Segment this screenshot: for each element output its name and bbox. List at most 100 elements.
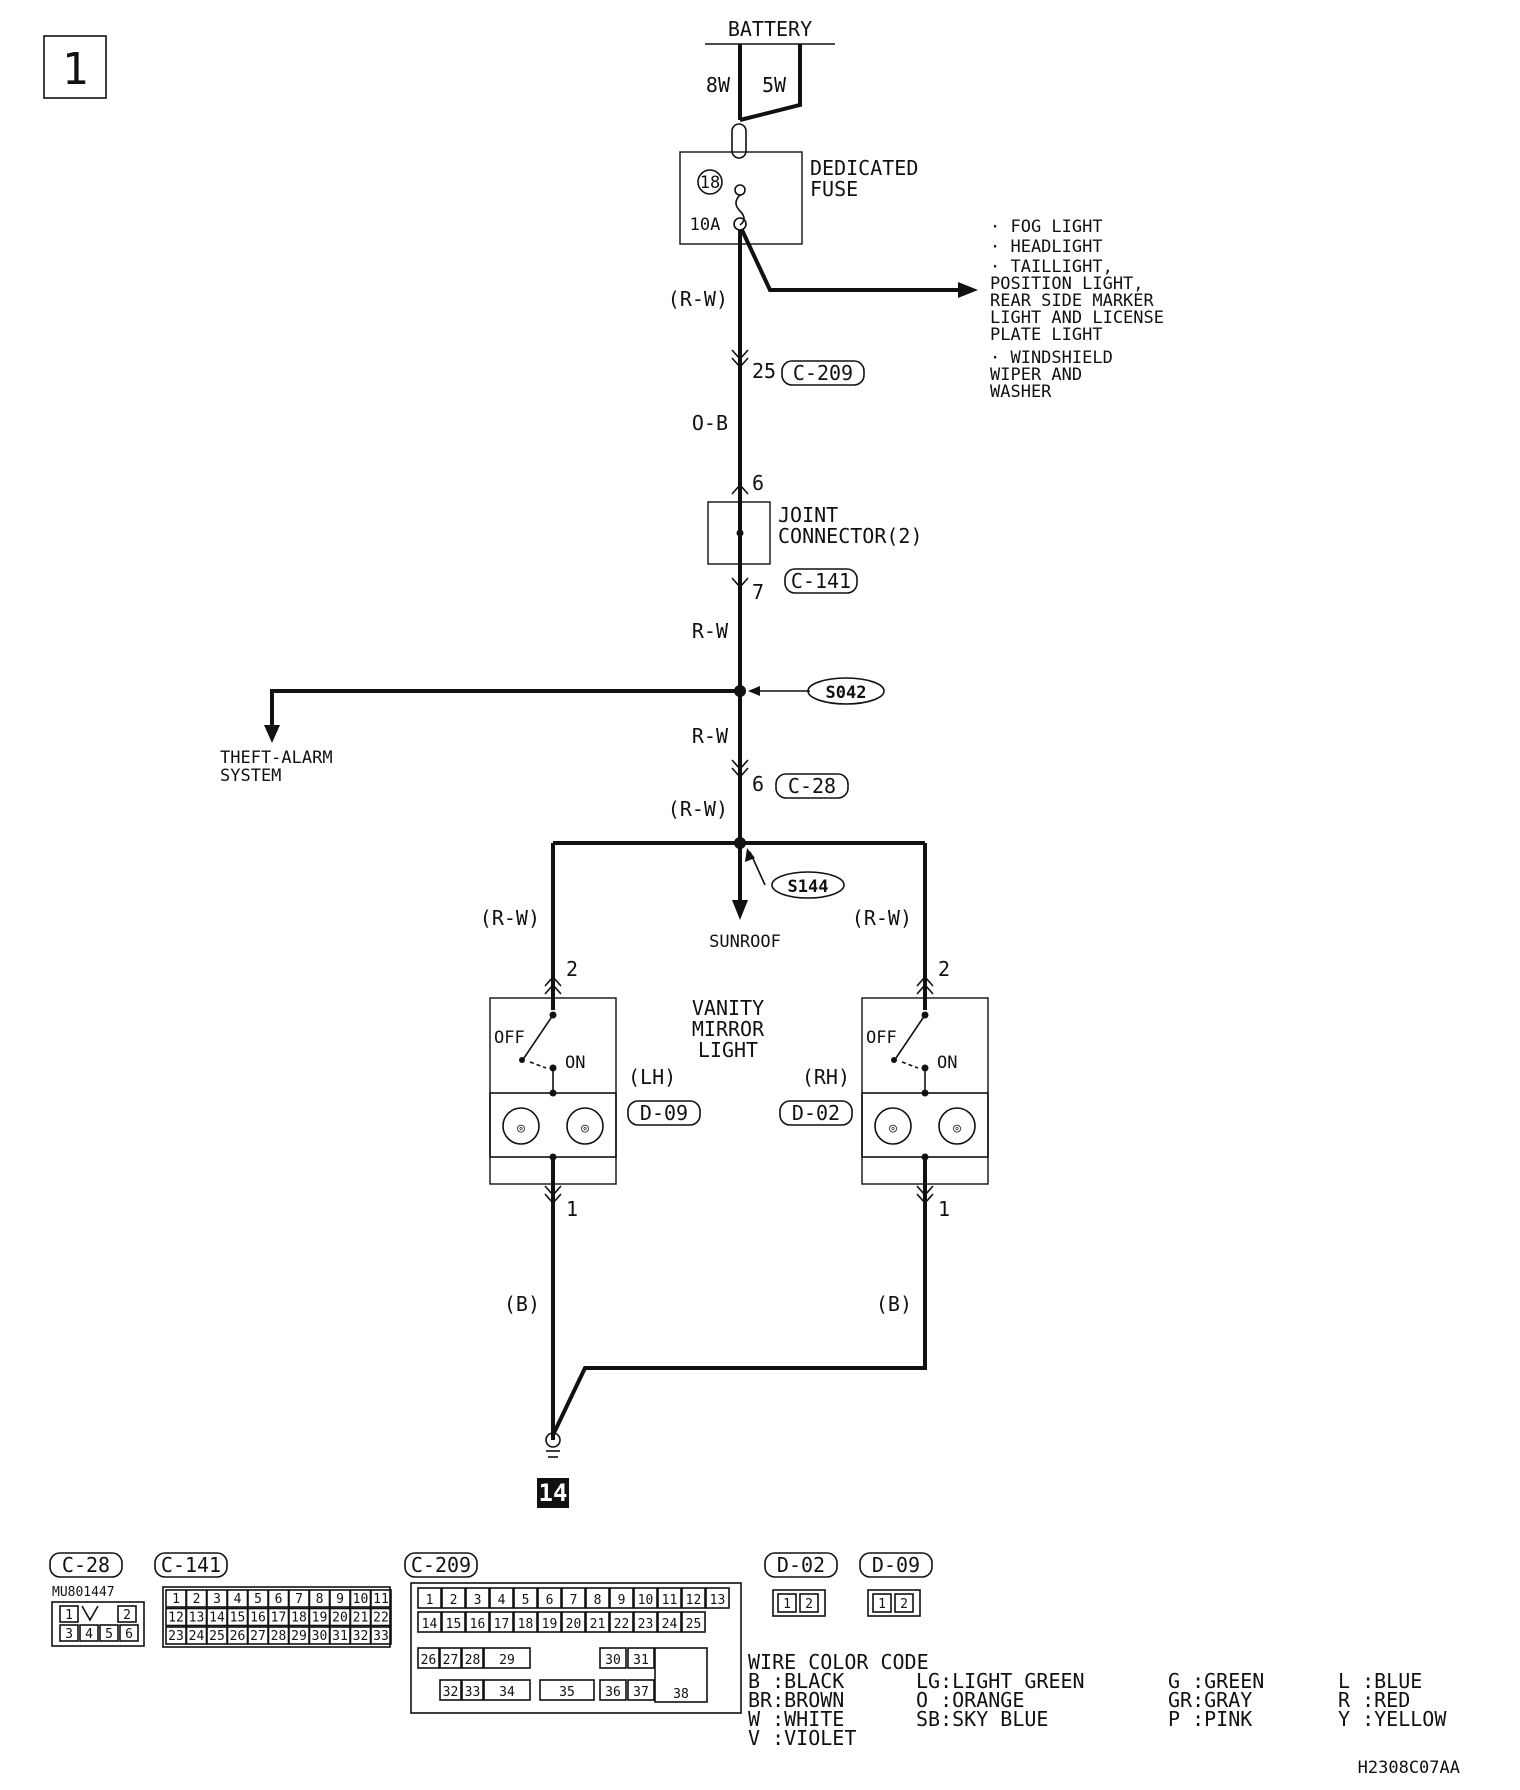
other-circuits-list: · FOG LIGHT · HEADLIGHT · TAILLIGHT, POS… [990,217,1164,402]
wire-color-label: R-W [692,619,729,643]
fuse-rating: 10A [690,215,721,235]
key-icon [81,1605,99,1622]
connector-mark [731,349,749,369]
pin-cell [681,1611,706,1633]
rh-ground-wire [551,1157,927,1436]
pin-label: 14 [209,1611,225,1626]
sunroof-arrow [732,900,748,920]
pin-label: 23 [638,1617,654,1632]
pin-label: 27 [250,1629,266,1644]
sunroof-label: SUNROOF [709,932,781,952]
pin-label: 31 [332,1629,348,1644]
pin-label: 26 [230,1629,246,1644]
pin-label: 20 [566,1617,582,1632]
pin-cell [489,1587,514,1609]
bulb-frame [489,1092,617,1158]
joint-node [736,529,744,537]
c28-pin: 6 [752,772,764,796]
wire-color-code-legend: WIRE COLOR CODE B :BLACK BR:BROWN W :WHI… [748,1650,1447,1750]
legend-entry: L :BLUE [1338,1669,1422,1693]
pin-label: 7 [295,1592,303,1607]
pin-label: 33 [465,1685,481,1700]
legend-entry: G :GREEN [1168,1669,1264,1693]
c141-label: C-141 [791,569,851,593]
connector-view-d02: D-02 1 2 [764,1552,838,1617]
pin-label: 21 [353,1611,369,1626]
pin-label: 29 [499,1653,515,1668]
pin-cell [627,1679,655,1701]
splice-pointer-arrow [745,848,755,862]
circuit-line: REAR SIDE MARKER [990,291,1155,311]
wire-color-label: (B) [876,1292,912,1316]
lh-pin-bottom: 1 [566,1197,578,1221]
page-number: 1 [62,44,89,95]
ground-number: 14 [539,1479,568,1507]
d02-label: D-02 [792,1101,840,1125]
pin-cell [539,1679,595,1701]
pin-label: 12 [686,1593,702,1608]
d09-tag [627,1100,701,1126]
lh-pin-top: 2 [566,957,578,981]
pin-label: 5 [254,1592,262,1607]
pin-label: 32 [443,1685,459,1700]
connector-mark [916,975,934,995]
pin-label: 29 [291,1629,307,1644]
pin-cell [461,1679,484,1701]
pin-label: 16 [250,1611,266,1626]
legend-entry: GR:GRAY [1168,1688,1252,1712]
branch-arrow [958,282,978,298]
pin-label: 17 [494,1617,510,1632]
pin-label: 3 [474,1593,482,1608]
pin-cell [439,1679,462,1701]
connector-mark [731,577,749,589]
pin-label: 2 [450,1593,458,1608]
circuit-line: LIGHT AND LICENSE [990,308,1164,328]
wire-color-label: O-B [692,411,728,435]
theft-alarm-arrow [264,725,280,743]
circuit-line: PLATE LIGHT [990,325,1103,345]
rh-pin-bottom: 1 [938,1197,950,1221]
pin-label: 15 [446,1617,462,1632]
battery-label: BATTERY [728,17,812,41]
pin-cell [585,1611,610,1633]
pin-label: 4 [498,1593,506,1608]
pin-cell [599,1647,627,1669]
theft-alarm-branch [270,689,740,730]
bulb-frame [861,1092,989,1158]
pin-cell [441,1587,466,1609]
pin-cell [561,1587,586,1609]
pin-label: 2 [805,1597,813,1612]
circuit-line: · FOG LIGHT [990,217,1103,237]
fuse-label-line1: DEDICATED [810,156,918,180]
pin-cell [370,1626,392,1645]
rh-on-label: ON [937,1053,957,1073]
pin-cell [537,1611,562,1633]
pin-label: 9 [618,1593,626,1608]
pin-label: 28 [465,1653,481,1668]
pin-cell [705,1587,730,1609]
pin-label: 4 [85,1627,93,1642]
lh-on-label: ON [565,1053,585,1073]
pin-cell [609,1587,634,1609]
pin-cell [417,1647,440,1669]
pin-cell [417,1611,442,1633]
pin-label: 18 [291,1611,307,1626]
bulb-filament-icon: ◎ [517,1121,525,1136]
document-code: H2308C07AA [1358,1758,1460,1778]
pin-label: 20 [332,1611,348,1626]
pin-label: 30 [605,1653,621,1668]
pin-label: 11 [662,1593,678,1608]
pin-cell [657,1587,682,1609]
splice-s144-label: S144 [788,877,829,897]
pin-cell [609,1611,634,1633]
connector-view-label: D-02 [777,1553,825,1577]
splice-s144-tag [771,871,845,899]
circuit-line: WASHER [990,382,1052,402]
pin-label: 3 [65,1627,73,1642]
pin-label: 28 [271,1629,287,1644]
pin-label: 21 [590,1617,606,1632]
rh-pin-top: 2 [938,957,950,981]
connector-view-d09: D-09 1 2 [859,1552,933,1617]
